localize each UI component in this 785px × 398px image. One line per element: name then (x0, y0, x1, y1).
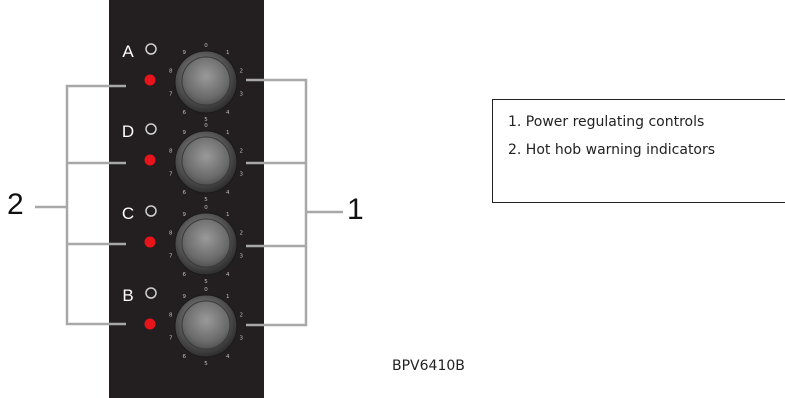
power-knob-cap (181, 218, 231, 268)
hot-warning-light (144, 154, 156, 166)
status-ring-icon (145, 287, 157, 299)
zone-letter: B (122, 286, 133, 305)
dial-number: 6 (183, 354, 187, 360)
bracket-left (35, 84, 126, 326)
dial-number: 2 (239, 313, 243, 319)
dial-number: 4 (226, 354, 230, 360)
zone-letter: A (122, 42, 134, 61)
power-knob-cap (181, 56, 231, 106)
dial-number: 6 (183, 110, 187, 116)
dial-number: 9 (183, 294, 187, 300)
dial-number: 8 (169, 231, 173, 237)
zone-letter: D (122, 122, 134, 141)
dial-number: 8 (169, 313, 173, 319)
dial-number: 0 (204, 43, 208, 49)
dial-number: 9 (183, 212, 187, 218)
dial-number: 0 (204, 287, 208, 293)
dial-number: 3 (239, 171, 243, 177)
dial-number: 3 (239, 91, 243, 97)
power-knob-cap (181, 136, 231, 186)
dial-number: 2 (239, 69, 243, 75)
callout-number-1: 1 (347, 193, 364, 226)
dial-number: 2 (239, 231, 243, 237)
legend-item-warning-indicators: 2. Hot hob warning indicators (508, 142, 716, 158)
dial-number: 1 (226, 212, 230, 218)
dial-number: 0 (204, 123, 208, 129)
dial-number: 4 (226, 272, 230, 278)
dial-number: 9 (183, 50, 187, 56)
control-row-b: B 0 1 2 3 4 5 6 7 8 9 (122, 286, 243, 367)
power-knob-cap (181, 300, 231, 350)
dial-number: 1 (226, 294, 230, 300)
dial-number: 5 (204, 279, 208, 285)
dial-number: 8 (169, 69, 173, 75)
dial-number: 7 (169, 253, 173, 259)
control-row-a: A 0 1 2 3 4 5 6 7 8 9 (122, 42, 243, 123)
status-ring-icon (145, 43, 157, 55)
hot-warning-light (144, 318, 156, 330)
status-ring-icon (145, 123, 157, 135)
dial-number: 4 (226, 190, 230, 196)
dial-number: 5 (204, 361, 208, 367)
dial-number: 0 (204, 205, 208, 211)
dial-number: 8 (169, 149, 173, 155)
dial-number: 5 (204, 117, 208, 123)
callout-number-2: 2 (7, 188, 24, 221)
dial-number: 5 (204, 197, 208, 203)
bracket-right (246, 78, 343, 327)
hot-warning-light (144, 74, 156, 86)
dial-number: 9 (183, 130, 187, 136)
hot-warning-light (144, 236, 156, 248)
control-row-c: C 0 1 2 3 4 5 6 7 8 9 (122, 204, 244, 285)
dial-number: 4 (226, 110, 230, 116)
dial-number: 6 (183, 190, 187, 196)
dial-number: 1 (226, 130, 230, 136)
dial-number: 6 (183, 272, 187, 278)
dial-number: 2 (239, 149, 243, 155)
legend-box: 1. Power regulating controls 2. Hot hob … (492, 99, 785, 203)
dial-number: 7 (169, 171, 173, 177)
legend-item-power-controls: 1. Power regulating controls (508, 114, 705, 130)
dial-number: 7 (169, 91, 173, 97)
control-row-d: D 0 1 2 3 4 5 6 7 8 9 (122, 122, 244, 203)
dial-number: 3 (239, 335, 243, 341)
status-ring-icon (145, 205, 157, 217)
dial-number: 7 (169, 335, 173, 341)
model-code: BPV6410B (392, 358, 465, 374)
dial-number: 3 (239, 253, 243, 259)
zone-letter: C (122, 204, 134, 223)
dial-number: 1 (226, 50, 230, 56)
